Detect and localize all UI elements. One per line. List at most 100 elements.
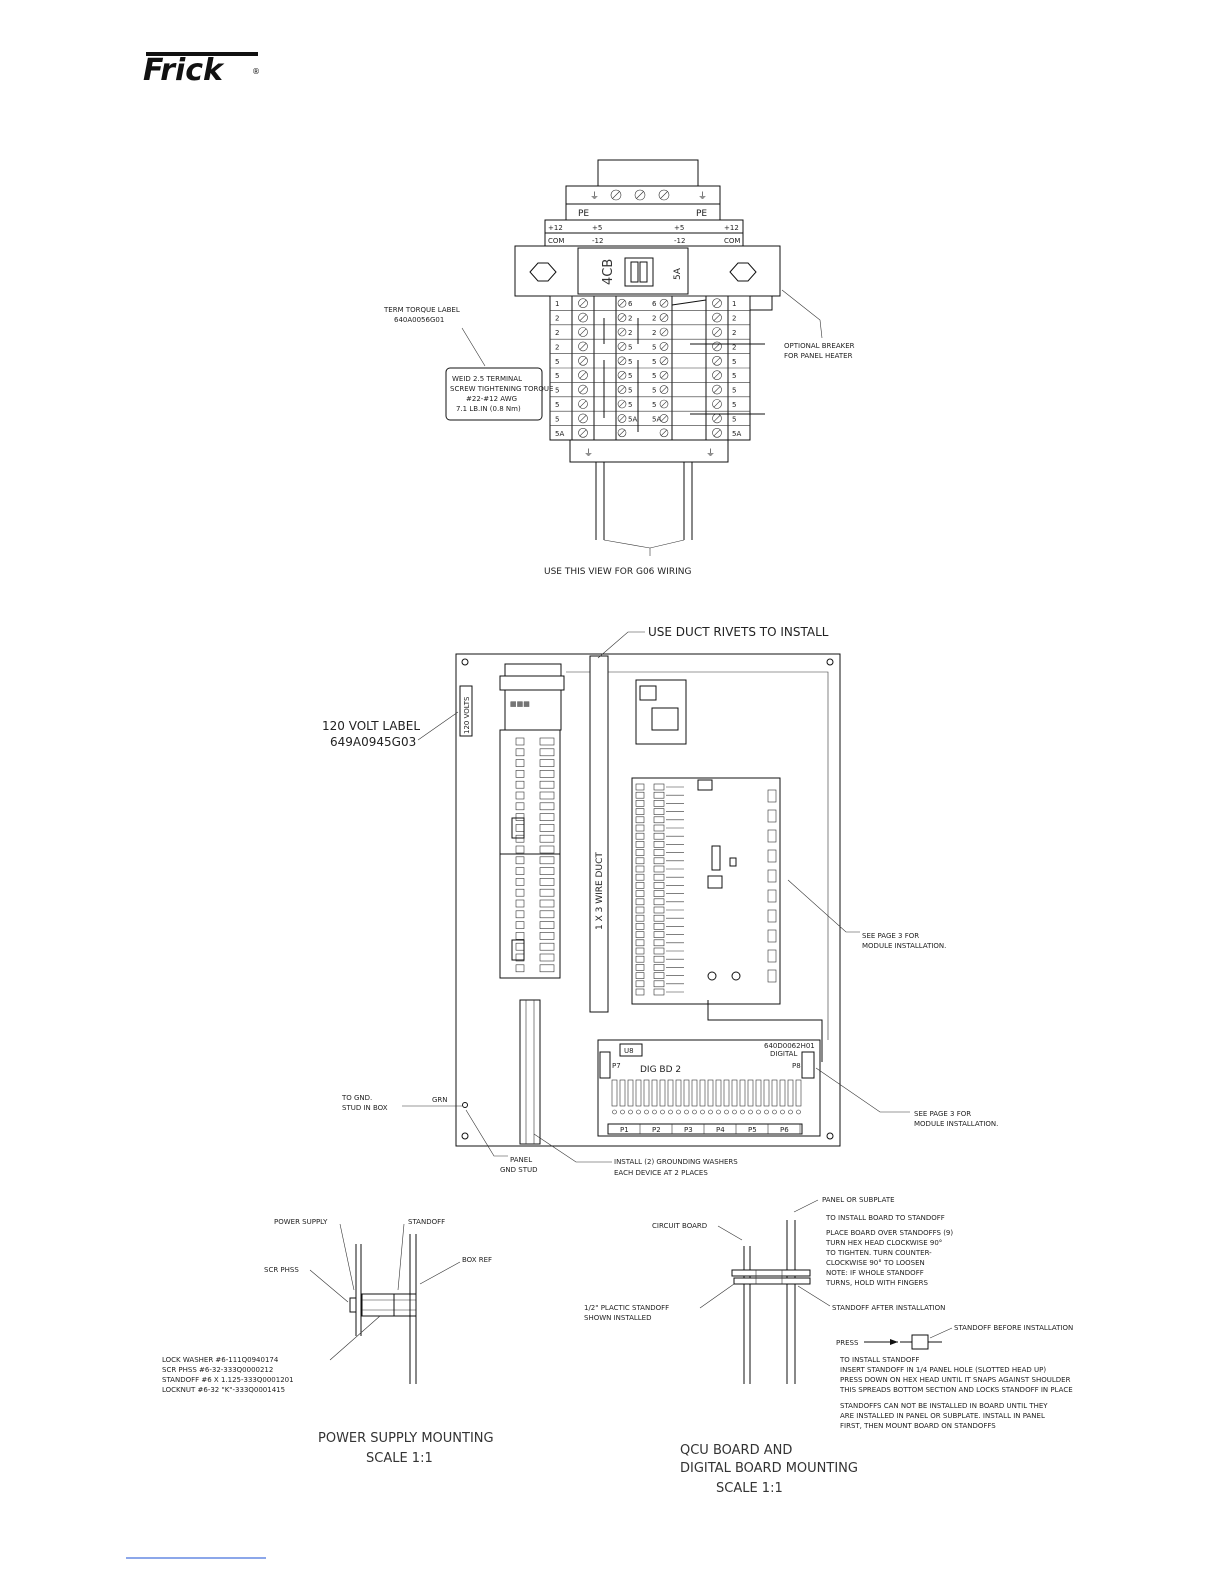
term-right-8: 5 xyxy=(732,415,736,423)
panel-layout-view: 1 X 3 WIRE DUCT ▦▦▦ 120 VOLTS U8 DIG BD xyxy=(455,653,841,1147)
svg-text:▦▦▦: ▦▦▦ xyxy=(510,700,530,708)
term-right-1: 2 xyxy=(732,315,736,323)
ps-part-1: SCR PHSS #6-32-333Q0000212 xyxy=(162,1366,273,1374)
dig-port-1: P2 xyxy=(652,1126,661,1134)
term-mid-a-8: 5A xyxy=(628,415,637,423)
module-note-2-l1: SEE PAGE 3 FOR xyxy=(914,1110,971,1118)
breaker-rating: 5A xyxy=(673,267,683,280)
bm-install-board: TO INSTALL BOARD TO STANDOFF xyxy=(825,1214,945,1222)
supply-r1-1: +5 xyxy=(592,224,602,232)
logo-registered: ® xyxy=(252,67,260,76)
term-mid-b-1: 2 xyxy=(652,315,656,323)
term-mid-b-7: 5 xyxy=(652,401,656,409)
term-right-5: 5 xyxy=(732,372,736,380)
bm-caution-0: STANDOFFS CAN NOT BE INSTALLED IN BOARD … xyxy=(840,1402,1048,1410)
term-torque-label-l1: TERM TORQUE LABEL xyxy=(383,306,460,314)
term-mid-a-0: 6 xyxy=(628,300,633,308)
ground-stud-annotation: TO GND. STUD IN BOX GRN PANEL GND STUD xyxy=(341,1094,538,1174)
term-right-7: 5 xyxy=(732,401,736,409)
bm-title-l1: QCU BOARD AND xyxy=(680,1443,792,1458)
ps-part-0: LOCK WASHER #6-111Q0940174 xyxy=(162,1356,279,1364)
volt-label-l2: 649A0945G03 xyxy=(330,735,416,749)
term-left-3: 2 xyxy=(555,343,559,351)
bm-panel-subplate-label: PANEL OR SUBPLATE xyxy=(822,1196,895,1204)
term-mid-a-5: 5 xyxy=(628,372,632,380)
term-mid-a-2: 2 xyxy=(628,329,632,337)
wire-duct-label: 1 X 3 WIRE DUCT xyxy=(595,852,605,930)
torque-box-l2: SCREW TIGHTENING TORQUE xyxy=(450,385,553,393)
svg-text:⏚: ⏚ xyxy=(590,191,599,202)
bm-install-3: THIS SPREADS BOTTOM SECTION AND LOCKS ST… xyxy=(839,1386,1073,1394)
bm-standoff-after: STANDOFF AFTER INSTALLATION xyxy=(832,1304,945,1312)
bm-install-1: INSERT STANDOFF IN 1/4 PANEL HOLE (SLOTT… xyxy=(840,1366,1046,1374)
bm-standoff-before: STANDOFF BEFORE INSTALLATION xyxy=(954,1324,1073,1332)
term-torque-label-l2: 640A0056G01 xyxy=(394,316,444,324)
logo-text: Frick xyxy=(143,53,225,88)
grounding-washers-l2: EACH DEVICE AT 2 PLACES xyxy=(614,1169,708,1177)
dig-board-part-l1: 640D0062H01 xyxy=(764,1042,815,1050)
ps-part-3: LOCKNUT #6-32 "K"-333Q0001415 xyxy=(162,1386,285,1394)
dig-board-p7: P7 xyxy=(612,1062,621,1070)
torque-box-l3: #22-#12 AWG xyxy=(466,395,517,403)
ps-power-supply-label: POWER SUPPLY xyxy=(274,1218,328,1226)
pe-left-label: PE xyxy=(578,209,589,219)
dig-port-3: P4 xyxy=(716,1126,725,1134)
module-note-1-l2: MODULE INSTALLATION. xyxy=(862,942,946,950)
term-mid-b-5: 5 xyxy=(652,372,656,380)
term-left-5: 5 xyxy=(555,372,559,380)
pe-right-label: PE xyxy=(696,209,707,219)
term-torque-annotation: TERM TORQUE LABEL 640A0056G01 WEID 2.5 T… xyxy=(383,306,553,421)
svg-text:⏚: ⏚ xyxy=(698,191,707,202)
term-mid-b-8: 5A xyxy=(652,415,661,423)
term-mid-b-3: 5 xyxy=(652,343,656,351)
term-right-0: 1 xyxy=(732,300,736,308)
dig-port-5: P6 xyxy=(780,1126,789,1134)
term-mid-b-6: 5 xyxy=(652,387,656,395)
panel-gnd-stud-l1: PANEL xyxy=(510,1156,532,1164)
panel-gnd-stud-l2: GND STUD xyxy=(500,1166,538,1174)
bm-caution-1: ARE INSTALLED IN PANEL OR SUBPLATE. INST… xyxy=(840,1412,1045,1420)
grounding-washers-annotation: INSTALL (2) GROUNDING WASHERS EACH DEVIC… xyxy=(533,1133,738,1177)
bm-caution-2: FIRST, THEN MOUNT BOARD ON STANDOFFS xyxy=(840,1422,996,1430)
bm-plastic-standoff-l1: 1/2" PLACTIC STANDOFF xyxy=(584,1304,669,1312)
volt-tag: 120 VOLTS xyxy=(463,696,471,734)
term-mid-a-3: 5 xyxy=(628,343,632,351)
dig-port-0: P1 xyxy=(620,1126,629,1134)
terminal-assembly-view: ⏚ ⏚ PE PE +12 +5 +5 +12 COM -12 -12 COM … xyxy=(514,159,781,556)
ps-standoff-label: STANDOFF xyxy=(408,1218,445,1226)
supply-r2-0: COM xyxy=(548,237,564,245)
supply-r1-3: +12 xyxy=(724,224,739,232)
bm-scale: SCALE 1:1 xyxy=(716,1481,783,1496)
bm-press-label: PRESS xyxy=(836,1339,859,1347)
module-note-2: SEE PAGE 3 FOR MODULE INSTALLATION. xyxy=(815,1067,998,1128)
term-mid-a-1: 2 xyxy=(628,315,632,323)
duct-rivets-annotation: USE DUCT RIVETS TO INSTALL xyxy=(597,625,829,659)
optional-breaker-l1: OPTIONAL BREAKER xyxy=(784,342,855,350)
optional-breaker-annotation: OPTIONAL BREAKER FOR PANEL HEATER xyxy=(781,289,855,360)
module-note-2-l2: MODULE INSTALLATION. xyxy=(914,1120,998,1128)
term-mid-b-0: 6 xyxy=(652,300,657,308)
term-left-7: 5 xyxy=(555,401,559,409)
dig-port-2: P3 xyxy=(684,1126,693,1134)
term-left-4: 5 xyxy=(555,358,559,366)
term-right-9: 5A xyxy=(732,430,741,438)
bm-install-0: TO INSTALL STANDOFF xyxy=(839,1356,919,1364)
supply-r2-1: -12 xyxy=(592,237,603,245)
supply-r1-2: +5 xyxy=(674,224,684,232)
term-right-6: 5 xyxy=(732,387,736,395)
g06-wiring-note: USE THIS VIEW FOR G06 WIRING xyxy=(544,567,691,577)
svg-text:⏚: ⏚ xyxy=(706,448,715,459)
term-left-6: 5 xyxy=(555,387,559,395)
term-mid-a-7: 5 xyxy=(628,401,632,409)
ps-title: POWER SUPPLY MOUNTING xyxy=(318,1431,494,1446)
module-note-1-l1: SEE PAGE 3 FOR xyxy=(862,932,919,940)
dig-port-4: P5 xyxy=(748,1126,757,1134)
ps-scr-phss-label: SCR PHSS xyxy=(264,1266,299,1274)
term-mid-a-6: 5 xyxy=(628,387,632,395)
term-mid-a-4: 5 xyxy=(628,358,632,366)
board-mounting-detail: CIRCUIT BOARD PANEL OR SUBPLATE TO INSTA… xyxy=(584,1196,1073,1496)
volt-label-l1: 120 VOLT LABEL xyxy=(322,719,420,733)
duct-rivets-label: USE DUCT RIVETS TO INSTALL xyxy=(648,625,829,639)
term-left-0: 1 xyxy=(555,300,559,308)
